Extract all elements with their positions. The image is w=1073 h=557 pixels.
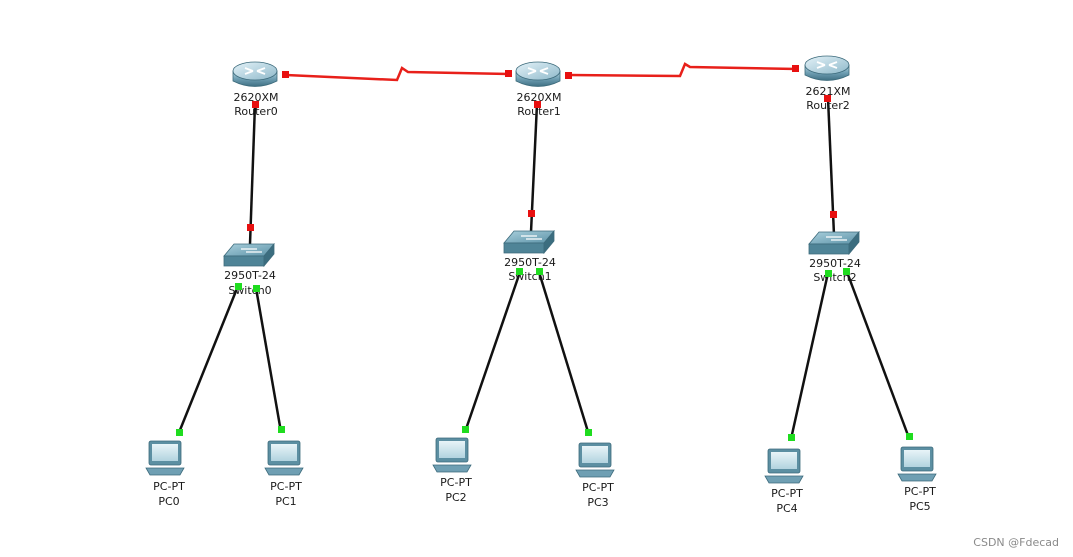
link-switch2-pc5[interactable] [845, 271, 911, 439]
port-led-pc2 [462, 426, 469, 433]
port-led-router1-serial-right [565, 72, 572, 79]
pc-1[interactable] [264, 440, 304, 476]
pc-2[interactable] [432, 437, 472, 473]
switch-2-model-label: 2950T-24 [809, 257, 861, 270]
port-led-switch0-p1 [235, 283, 242, 290]
port-led-switch1-uplink [528, 210, 535, 217]
ethernet-links [176, 97, 911, 440]
link-switch0-pc1[interactable] [254, 287, 283, 433]
port-indicators-up [176, 268, 913, 441]
port-led-pc0 [176, 429, 183, 436]
router-1-model-label: 2620XM [516, 91, 561, 104]
link-switch2-pc4[interactable] [789, 272, 830, 440]
serial-links [285, 62, 798, 82]
port-led-pc1 [278, 426, 285, 433]
port-led-router0-fa [252, 101, 259, 108]
port-led-router0-serial [282, 71, 289, 78]
pc-3-name-label: PC3 [587, 496, 608, 509]
pc-1-name-label: PC1 [275, 495, 296, 508]
switch-1[interactable] [503, 229, 555, 255]
router-2[interactable] [804, 55, 850, 81]
watermark-text: CSDN @Fdecad [973, 536, 1059, 549]
port-led-switch2-uplink [830, 211, 837, 218]
switch-0-model-label: 2950T-24 [224, 269, 276, 282]
pc-1-model-label: PC-PT [270, 480, 302, 493]
pc-0[interactable] [145, 440, 185, 476]
switch-1-name-label: Switch1 [508, 270, 551, 283]
pc-5[interactable] [897, 446, 937, 482]
router-0-name-label: Router0 [234, 105, 277, 118]
port-led-pc4 [788, 434, 795, 441]
pc-4-name-label: PC4 [776, 502, 797, 515]
switch-0[interactable] [223, 242, 275, 268]
pc-0-model-label: PC-PT [153, 480, 185, 493]
port-indicators-down [247, 65, 837, 231]
pc-2-model-label: PC-PT [440, 476, 472, 489]
router-1-name-label: Router1 [517, 105, 560, 118]
router-0-model-label: 2620XM [233, 91, 278, 104]
port-led-switch1-p2 [536, 268, 543, 275]
router-2-name-label: Router2 [806, 99, 849, 112]
port-led-switch0-p2 [253, 285, 260, 292]
switch-1-model-label: 2950T-24 [504, 256, 556, 269]
pc-5-model-label: PC-PT [904, 485, 936, 498]
port-led-switch1-p1 [516, 268, 523, 275]
port-led-switch2-p1 [825, 270, 832, 277]
pc-4-model-label: PC-PT [771, 487, 803, 500]
link-switch1-pc3[interactable] [537, 271, 591, 436]
serial-link-router0-router1[interactable] [285, 66, 511, 82]
port-led-router2-fa [824, 95, 831, 102]
link-switch0-pc0[interactable] [176, 285, 240, 436]
port-led-switch2-p2 [843, 268, 850, 275]
switch-0-name-label: Switch0 [228, 284, 271, 297]
port-led-pc5 [906, 433, 913, 440]
switch-2-name-label: Switch2 [813, 271, 856, 284]
router-2-model-label: 2621XM [805, 85, 850, 98]
port-led-router1-serial-left [505, 70, 512, 77]
port-led-pc3 [585, 429, 592, 436]
switch-2[interactable] [808, 230, 860, 256]
serial-link-router1-router2[interactable] [568, 62, 798, 78]
port-led-router2-serial [792, 65, 799, 72]
port-led-switch0-uplink [247, 224, 254, 231]
pc-5-name-label: PC5 [909, 500, 930, 513]
pc-3[interactable] [575, 442, 615, 478]
pc-2-name-label: PC2 [445, 491, 466, 504]
link-router0-switch0[interactable] [248, 103, 257, 245]
router-0[interactable] [232, 61, 278, 87]
router-1[interactable] [515, 61, 561, 87]
pc-3-model-label: PC-PT [582, 481, 614, 494]
link-switch1-pc2[interactable] [463, 271, 522, 433]
pc-4[interactable] [764, 448, 804, 484]
pc-0-name-label: PC0 [158, 495, 179, 508]
port-led-router1-fa [534, 101, 541, 108]
